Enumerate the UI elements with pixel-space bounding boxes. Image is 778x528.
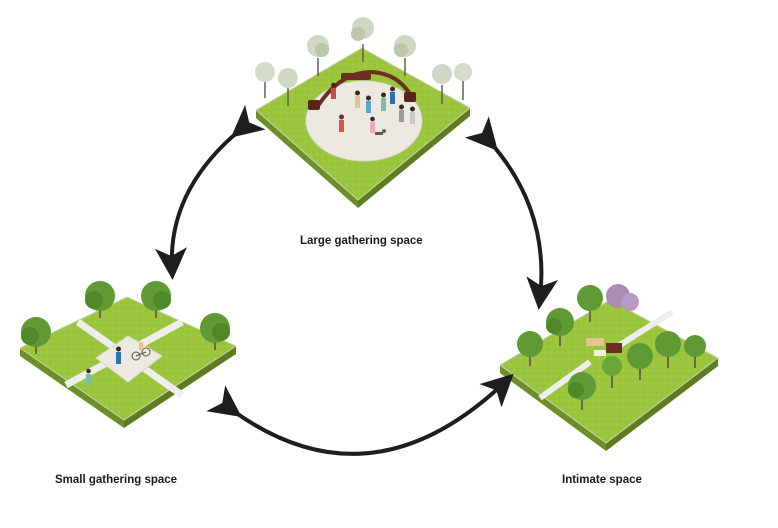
intimate-block: [499, 284, 719, 451]
tree-icon: [568, 372, 596, 410]
tree-icon: [684, 335, 706, 368]
person-icon: [331, 82, 336, 99]
person-icon: [339, 114, 344, 132]
tree-icon: [627, 343, 653, 380]
person-icon: [355, 90, 360, 108]
person-icon: [381, 92, 386, 111]
tree-icon: [351, 17, 374, 62]
curved-arrow-icon: [464, 116, 559, 310]
tree-icon: [394, 35, 416, 76]
small-block-side-left: [20, 348, 124, 428]
tree-icon: [454, 63, 472, 100]
tree-icon: [307, 35, 329, 76]
tree-icon: [602, 356, 622, 388]
person-icon: [410, 106, 415, 124]
curved-arrow-icon: [155, 104, 266, 280]
small-plaza: [95, 335, 163, 383]
tree-icon: [546, 308, 574, 346]
intimate-block-side-left: [500, 365, 606, 451]
label-intimate-space: Intimate space: [562, 474, 642, 486]
tree-icon: [577, 285, 603, 322]
person-icon: [399, 104, 404, 122]
tree-icon: [200, 313, 230, 350]
person-icon: [366, 95, 371, 113]
person-icon: [390, 86, 395, 104]
tree-icon: [21, 317, 51, 354]
small-gathering-block: [19, 281, 238, 428]
tree-icon: [278, 68, 298, 106]
large-block-side-right: [358, 108, 470, 208]
path-west: [538, 359, 592, 401]
large-block-side-left: [256, 110, 358, 208]
tree-icon: [432, 64, 452, 104]
bench-icon: [341, 73, 371, 80]
tree-icon: [517, 331, 543, 366]
dog-icon: [375, 129, 386, 135]
small-block-side-right: [124, 346, 236, 428]
label-large-gathering-space: Large gathering space: [300, 235, 423, 247]
person-icon: [370, 116, 375, 133]
tree-icon: [85, 281, 115, 318]
label-small-gathering-space: Small gathering space: [55, 474, 178, 486]
intimate-block-side-right: [606, 358, 718, 451]
tree-icon: [141, 281, 171, 318]
curved-arrow-icon: [206, 373, 514, 456]
tree-icon: [655, 331, 681, 368]
bench-icon: [586, 338, 622, 356]
tree-icon: [255, 62, 275, 98]
person-icon: [86, 368, 91, 385]
bench-icon: [308, 100, 320, 110]
large-gathering-block: [255, 17, 472, 208]
tree-icon: [606, 284, 639, 311]
bench-icon: [404, 92, 416, 102]
person-icon: [116, 346, 121, 364]
bicycle-icon: [131, 342, 151, 361]
